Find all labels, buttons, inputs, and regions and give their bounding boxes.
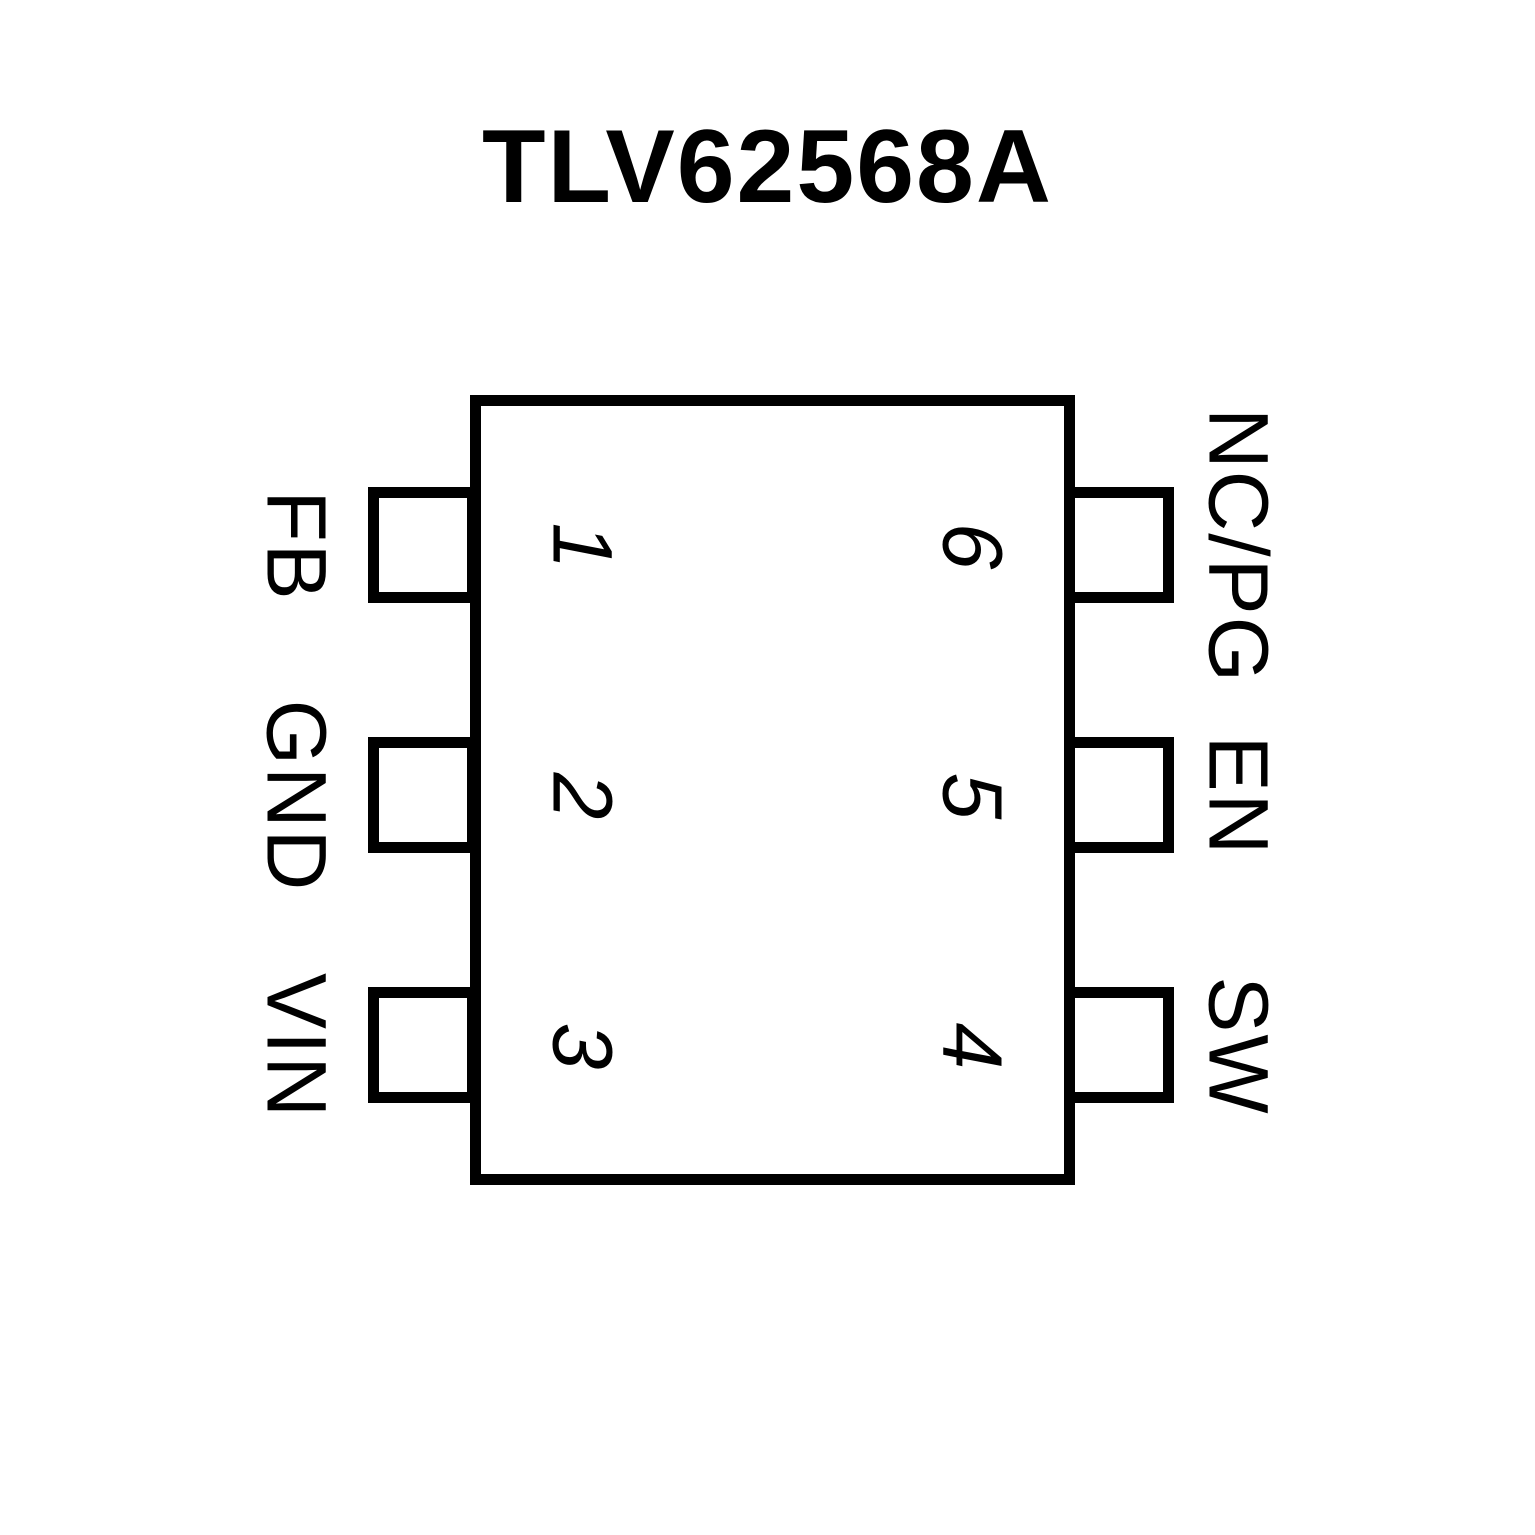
pin-pad-4 xyxy=(1064,987,1174,1103)
pin-pad-1 xyxy=(368,487,478,603)
pin-number-5: 5 xyxy=(925,772,1020,820)
pin-number-3: 3 xyxy=(535,1022,630,1070)
pin-label-gnd: GND xyxy=(249,699,344,893)
pin-label-ncpg: NC/PG xyxy=(1191,407,1286,685)
pin-label-en: EN xyxy=(1191,735,1286,857)
pin-number-2: 2 xyxy=(535,772,630,820)
chip-title: TLV62568A xyxy=(481,109,1053,225)
pin-label-vin: VIN xyxy=(249,972,344,1120)
pin-pad-2 xyxy=(368,737,478,853)
pin-pad-5 xyxy=(1064,737,1174,853)
pin-number-1: 1 xyxy=(535,522,630,570)
pin-number-4: 4 xyxy=(925,1022,1020,1070)
pin-label-sw: SW xyxy=(1191,976,1286,1116)
pin-pad-3 xyxy=(368,987,478,1103)
pin-pad-6 xyxy=(1064,487,1174,603)
pin-number-6: 6 xyxy=(925,522,1020,570)
pin-label-fb: FB xyxy=(249,490,344,602)
